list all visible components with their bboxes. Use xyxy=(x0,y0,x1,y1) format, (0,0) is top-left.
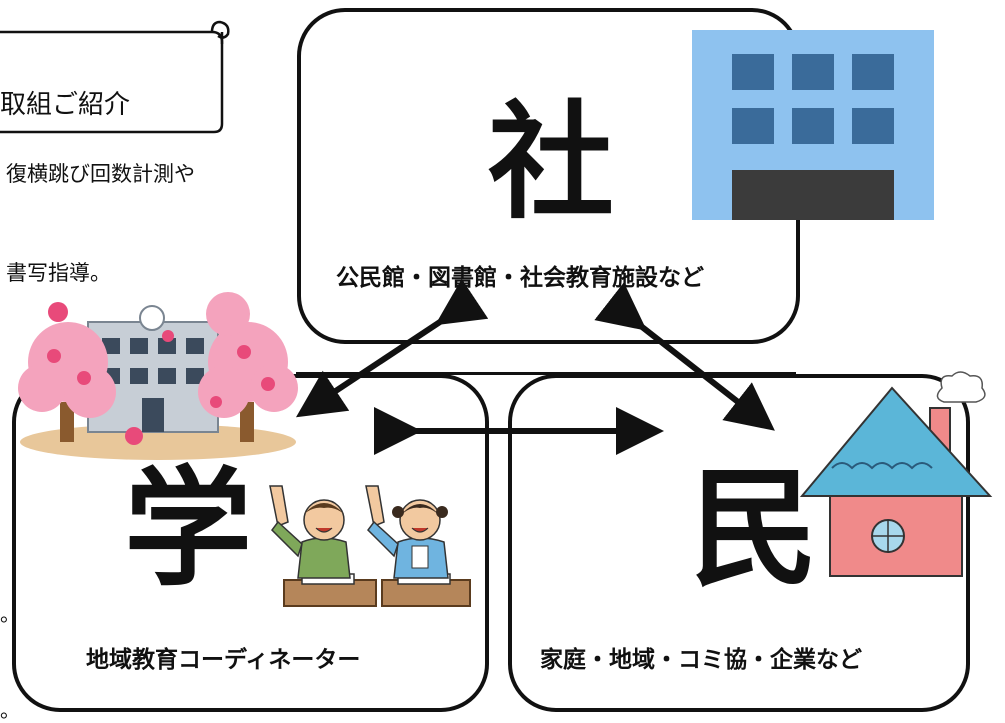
house-icon xyxy=(799,371,993,577)
caption-sha: 公民館・図書館・社会教育施設など xyxy=(336,264,704,291)
intro-line-1: 復横跳び回数計測や xyxy=(6,162,195,186)
char-gaku: 学 xyxy=(124,455,253,604)
caption-min: 家庭・地域・コミ協・企業など xyxy=(540,646,862,673)
scroll-banner xyxy=(0,20,230,134)
school-blossom-icon xyxy=(18,292,298,460)
stray-mark-1: 。 xyxy=(0,602,20,626)
stray-mark-2: 。 xyxy=(0,698,20,722)
office-building-icon xyxy=(692,30,934,220)
students-raising-hands-icon xyxy=(269,485,471,607)
divider-line xyxy=(296,372,796,375)
char-min: 民 xyxy=(690,455,819,604)
intro-line-2: 書写指導。 xyxy=(6,261,111,285)
caption-gaku: 地域教育コーディネーター xyxy=(86,646,361,673)
banner-title: 取組ご紹介 xyxy=(0,90,131,120)
char-sha: 社 xyxy=(488,89,614,236)
